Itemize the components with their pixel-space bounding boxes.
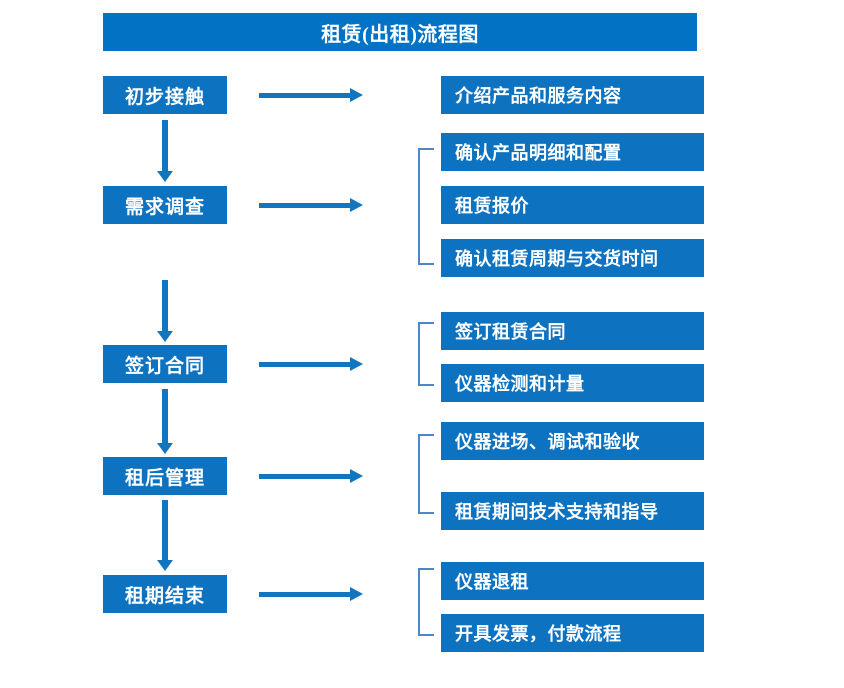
flow-arrow-right-3 <box>259 357 363 371</box>
detail-box-签订租赁合同[interactable]: 签订租赁合同 <box>441 312 704 350</box>
detail-box-租赁报价[interactable]: 租赁报价 <box>441 186 704 224</box>
flow-arrow-down-4 <box>157 500 173 571</box>
detail-box-确认租赁周期与交货时间[interactable]: 确认租赁周期与交货时间 <box>441 239 704 277</box>
flow-arrow-down-1 <box>157 120 173 182</box>
bracket-group-需求调查 <box>418 148 434 265</box>
detail-box-租赁期间技术支持和指导[interactable]: 租赁期间技术支持和指导 <box>441 492 704 530</box>
detail-box-介绍产品和服务内容[interactable]: 介绍产品和服务内容 <box>441 76 704 114</box>
flow-arrow-down-3 <box>157 389 173 454</box>
detail-box-开具发票付款流程[interactable]: 开具发票，付款流程 <box>441 614 704 652</box>
stage-box-租期结束[interactable]: 租期结束 <box>103 575 227 613</box>
flow-arrow-right-1 <box>259 88 363 102</box>
flow-arrow-right-2 <box>259 198 363 212</box>
stage-box-签订合同[interactable]: 签订合同 <box>103 345 227 383</box>
detail-box-仪器进场调试和验收[interactable]: 仪器进场、调试和验收 <box>441 422 704 460</box>
flow-arrow-right-5 <box>259 587 363 601</box>
stage-box-租后管理[interactable]: 租后管理 <box>103 457 227 495</box>
page-title: 租赁(出租)流程图 <box>103 13 697 51</box>
flow-arrow-down-2 <box>157 280 173 342</box>
bracket-group-租后管理 <box>418 434 434 514</box>
flow-arrow-right-4 <box>259 469 363 483</box>
bracket-group-签订合同 <box>418 322 434 386</box>
detail-box-仪器退租[interactable]: 仪器退租 <box>441 562 704 600</box>
detail-box-仪器检测和计量[interactable]: 仪器检测和计量 <box>441 364 704 402</box>
bracket-group-租期结束 <box>418 568 434 636</box>
stage-box-初步接触[interactable]: 初步接触 <box>103 76 227 114</box>
detail-box-确认产品明细和配置[interactable]: 确认产品明细和配置 <box>441 133 704 171</box>
stage-box-需求调查[interactable]: 需求调查 <box>103 186 227 224</box>
